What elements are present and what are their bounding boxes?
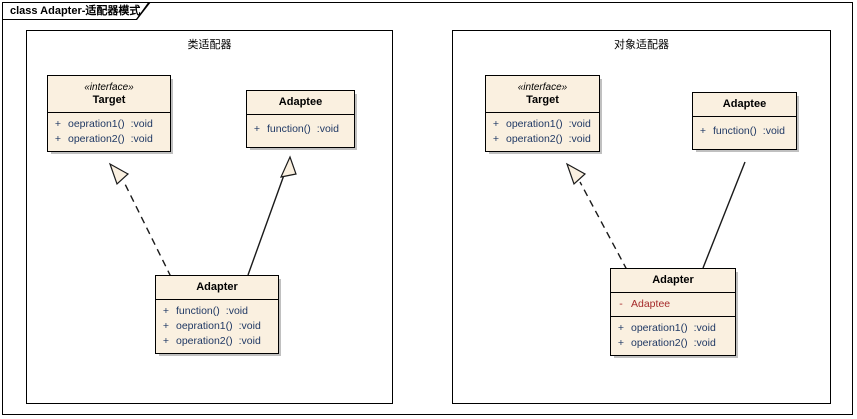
right-adapter-operations: + operation1() :void + operation2() :voi… bbox=[611, 317, 735, 355]
diagram-frame-tab-body bbox=[2, 2, 136, 20]
left-target-class[interactable]: «interface» Target + oepration1() :void … bbox=[47, 75, 171, 152]
visibility-marker: + bbox=[699, 125, 707, 137]
left-adapter-operation-row: + operation2() :void bbox=[156, 334, 278, 349]
right-target-class[interactable]: «interface» Target + operation1() :void … bbox=[485, 75, 600, 152]
left-adapter-header: Adapter bbox=[156, 276, 278, 300]
visibility-marker: + bbox=[54, 133, 62, 145]
operation-name: oepration1() bbox=[176, 320, 233, 332]
visibility-marker: + bbox=[617, 322, 625, 334]
visibility-marker: + bbox=[253, 123, 261, 135]
operation-type: :void bbox=[238, 320, 261, 332]
visibility-marker: + bbox=[54, 118, 62, 130]
visibility-marker: + bbox=[162, 320, 170, 332]
left-adapter-operation-row: + function() :void bbox=[156, 304, 278, 319]
left-adapter-operation-row: + oepration1() :void bbox=[156, 319, 278, 334]
object-adapter-panel-title: 对象适配器 bbox=[614, 39, 669, 51]
left-adapter-name: Adapter bbox=[196, 281, 238, 293]
operation-type: :void bbox=[693, 322, 716, 334]
right-adapter-attributes: - Adaptee bbox=[611, 293, 735, 317]
operation-type: :void bbox=[130, 118, 153, 130]
right-adaptee-operations: + function() :void bbox=[693, 117, 796, 149]
operation-name: operation2() bbox=[176, 335, 233, 347]
right-adapter-operation-row: + operation1() :void bbox=[611, 321, 735, 336]
diagram-frame-tab-slant bbox=[135, 2, 153, 20]
visibility-marker: + bbox=[162, 305, 170, 317]
left-adaptee-operations: + function() :void bbox=[247, 115, 354, 147]
operation-name: operation2() bbox=[506, 133, 563, 145]
right-adapter-name: Adapter bbox=[652, 274, 694, 286]
visibility-marker: + bbox=[492, 133, 500, 145]
diagram-frame bbox=[2, 2, 853, 415]
class-adapter-panel-title: 类适配器 bbox=[187, 39, 232, 51]
visibility-marker: + bbox=[617, 337, 625, 349]
left-adapter-operations: + function() :void + oepration1() :void … bbox=[156, 300, 278, 353]
left-adaptee-header: Adaptee bbox=[247, 91, 354, 115]
operation-type: :void bbox=[568, 118, 591, 130]
right-adaptee-class[interactable]: Adaptee + function() :void bbox=[692, 92, 797, 150]
operation-name: oepration1() bbox=[68, 118, 125, 130]
left-adaptee-operation-row: + function() :void bbox=[247, 122, 354, 137]
operation-type: :void bbox=[762, 125, 785, 137]
operation-name: operation2() bbox=[68, 133, 125, 145]
attribute-name: Adaptee bbox=[631, 298, 671, 310]
right-target-header: «interface» Target bbox=[486, 76, 599, 113]
operation-type: :void bbox=[238, 335, 261, 347]
operation-name: function() bbox=[176, 305, 220, 317]
right-adaptee-header: Adaptee bbox=[693, 93, 796, 117]
diagram-title: class Adapter-适配器模式 bbox=[10, 5, 141, 17]
left-target-operation-row: + oepration1() :void bbox=[48, 117, 170, 132]
operation-name: operation2() bbox=[631, 337, 688, 349]
right-target-operation-row: + operation1() :void bbox=[486, 117, 599, 132]
right-adaptee-operation-row: + function() :void bbox=[693, 124, 796, 139]
visibility-marker: + bbox=[492, 118, 500, 130]
right-target-operations: + operation1() :void + operation2() :voi… bbox=[486, 113, 599, 151]
right-adaptee-name: Adaptee bbox=[722, 98, 767, 110]
operation-name: function() bbox=[713, 125, 757, 137]
operation-type: :void bbox=[693, 337, 716, 349]
right-adapter-class[interactable]: Adapter - Adaptee + operation1() :void +… bbox=[610, 268, 736, 356]
operation-type: :void bbox=[316, 123, 339, 135]
right-target-stereotype: «interface» bbox=[517, 82, 568, 93]
left-target-name: Target bbox=[92, 94, 126, 106]
left-target-operation-row: + operation2() :void bbox=[48, 132, 170, 147]
operation-type: :void bbox=[130, 133, 153, 145]
left-adapter-class[interactable]: Adapter + function() :void + oepration1(… bbox=[155, 275, 279, 354]
right-adapter-header: Adapter bbox=[611, 269, 735, 293]
operation-name: function() bbox=[267, 123, 311, 135]
operation-type: :void bbox=[225, 305, 248, 317]
operation-name: operation1() bbox=[506, 118, 563, 130]
left-target-stereotype: «interface» bbox=[84, 82, 134, 93]
right-adapter-operation-row: + operation2() :void bbox=[611, 336, 735, 351]
operation-type: :void bbox=[568, 133, 591, 145]
operation-name: operation1() bbox=[631, 322, 688, 334]
right-target-operation-row: + operation2() :void bbox=[486, 132, 599, 147]
left-target-header: «interface» Target bbox=[48, 76, 170, 113]
left-target-operations: + oepration1() :void + operation2() :voi… bbox=[48, 113, 170, 151]
visibility-marker: - bbox=[619, 298, 623, 310]
left-adaptee-name: Adaptee bbox=[278, 96, 323, 108]
left-adaptee-class[interactable]: Adaptee + function() :void bbox=[246, 90, 355, 148]
right-adapter-attribute-row: - Adaptee bbox=[611, 297, 735, 312]
right-target-name: Target bbox=[526, 94, 559, 106]
visibility-marker: + bbox=[162, 335, 170, 347]
